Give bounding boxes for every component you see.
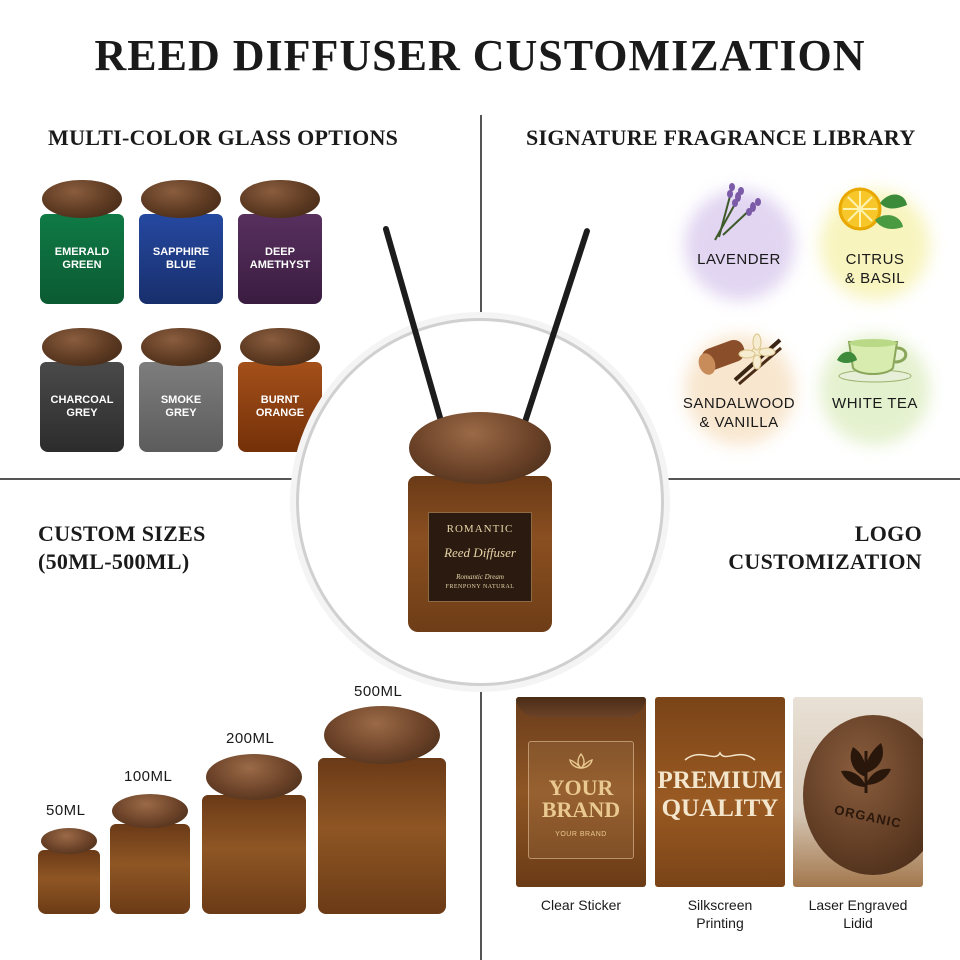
lavender-icon — [714, 183, 761, 241]
engraved-wood-lid — [803, 715, 923, 875]
size-label-200ml: 200ML — [226, 730, 275, 747]
wood-cap — [324, 706, 440, 764]
color-name-line2: ORANGE — [255, 407, 305, 419]
fragrance-citrus-basil: CITRUS & BASIL — [815, 250, 935, 288]
wood-cap — [41, 828, 97, 854]
caption-line2: Printing — [696, 915, 744, 931]
leaf-icon — [841, 743, 891, 793]
sizes-title-line1: CUSTOM SIZES — [38, 521, 206, 546]
clear-sticker-label: YOUR BRAND YOUR BRAND — [528, 741, 634, 859]
sticker-small-text: YOUR BRAND — [555, 831, 607, 838]
sticker-brand-line2: BRAND — [541, 797, 621, 822]
hero-product-name: Reed Diffuser — [444, 545, 516, 560]
hero-wood-cap — [409, 412, 551, 484]
page-title: REED DIFFUSER CUSTOMIZATION — [94, 31, 866, 80]
fragrance-line1: CITRUS — [845, 251, 905, 268]
color-name-line2: AMETHYST — [249, 259, 311, 271]
logo-title-line1: LOGO — [854, 521, 922, 546]
glass-body — [318, 758, 446, 914]
silkscreen-text: PREMIUM QUALITY — [655, 767, 785, 823]
flourish-icon — [684, 751, 756, 761]
glass-section-title: MULTI-COLOR GLASS OPTIONS — [48, 125, 399, 150]
sandalwood-vanilla-icon — [698, 333, 782, 386]
sizes-title-line2: (50ML-500ML) — [38, 549, 190, 574]
hero-maker: FRENPONY NATURAL — [445, 584, 515, 590]
clear-sticker-card: YOUR BRAND YOUR BRAND — [516, 697, 646, 887]
size-label-500ml: 500ML — [354, 683, 403, 700]
wood-cap — [240, 180, 320, 218]
fragrance-line1: WHITE TEA — [832, 395, 918, 412]
fragrance-sandalwood-vanilla: SANDALWOOD & VANILLA — [668, 394, 810, 432]
sizes-section-title: CUSTOM SIZES (50ML-500ML) — [38, 520, 206, 576]
citrus-basil-icon — [838, 187, 907, 231]
white-tea-icon — [837, 339, 912, 383]
color-name-line1: SMOKE — [160, 394, 202, 406]
color-name-line2: GREY — [66, 407, 98, 419]
fragrance-line1: SANDALWOOD — [682, 395, 796, 412]
hero-bottle: ROMANTIC Reed Diffuser Romantic Dream FR… — [408, 476, 552, 632]
silkscreen-line1: PREMIUM — [657, 767, 783, 794]
color-name-line1: DEEP — [265, 246, 295, 258]
hero-brand: ROMANTIC — [446, 523, 514, 535]
silkscreen-line2: QUALITY — [661, 795, 779, 822]
color-name-line1: SAPPHIRE — [152, 246, 210, 258]
wood-cap — [42, 180, 122, 218]
size-label-100ml: 100ML — [124, 768, 173, 785]
color-name-line2: BLUE — [166, 259, 196, 271]
caption-line1: Clear Sticker — [540, 897, 622, 913]
wood-cap — [141, 180, 221, 218]
glass-body — [110, 824, 190, 914]
wood-cap — [206, 754, 302, 800]
caption-clear-sticker: Clear Sticker — [516, 896, 646, 914]
color-name-line1: CHARCOAL — [50, 394, 114, 406]
caption-line2: Lidid — [843, 915, 873, 931]
lotus-icon — [569, 752, 593, 769]
fragrance-line2: & BASIL — [844, 270, 906, 287]
hero-script-text: Romantic Dream — [456, 573, 504, 581]
wood-cap — [141, 328, 221, 366]
fragrance-section-title: SIGNATURE FRAGRANCE LIBRARY — [526, 125, 916, 150]
lavender-glow — [685, 190, 795, 300]
wood-cap — [240, 328, 320, 366]
sticker-brand-line1: YOUR — [548, 775, 614, 800]
logo-section-title: LOGO CUSTOMIZATION — [690, 520, 922, 576]
color-name-line1: BURNT — [260, 394, 300, 406]
fragrance-line1: LAVENDER — [697, 251, 781, 268]
glass-body — [38, 850, 100, 914]
fragrance-line2: & VANILLA — [699, 414, 779, 431]
wood-cap — [112, 794, 188, 828]
laser-engraved-card: ORGANIC — [793, 697, 923, 887]
color-name-line2: GREEN — [62, 259, 102, 271]
fragrance-white-tea: WHITE TEA — [815, 394, 935, 413]
color-name-line2: GREY — [165, 407, 197, 419]
fragrance-lavender: LAVENDER — [680, 250, 798, 269]
wood-cap-edge — [516, 697, 646, 717]
caption-line1: Silkscreen — [687, 897, 753, 913]
silkscreen-card: PREMIUM QUALITY — [655, 697, 785, 887]
wood-cap — [42, 328, 122, 366]
glass-body — [202, 795, 306, 914]
logo-title-line2: CUSTOMIZATION — [728, 549, 922, 574]
caption-line1: Laser Engraved — [808, 897, 908, 913]
color-name-line1: EMERALD — [54, 246, 110, 258]
size-label-50ml: 50ML — [46, 802, 86, 819]
hero-bottle-label: ROMANTIC Reed Diffuser Romantic Dream FR… — [428, 512, 532, 602]
